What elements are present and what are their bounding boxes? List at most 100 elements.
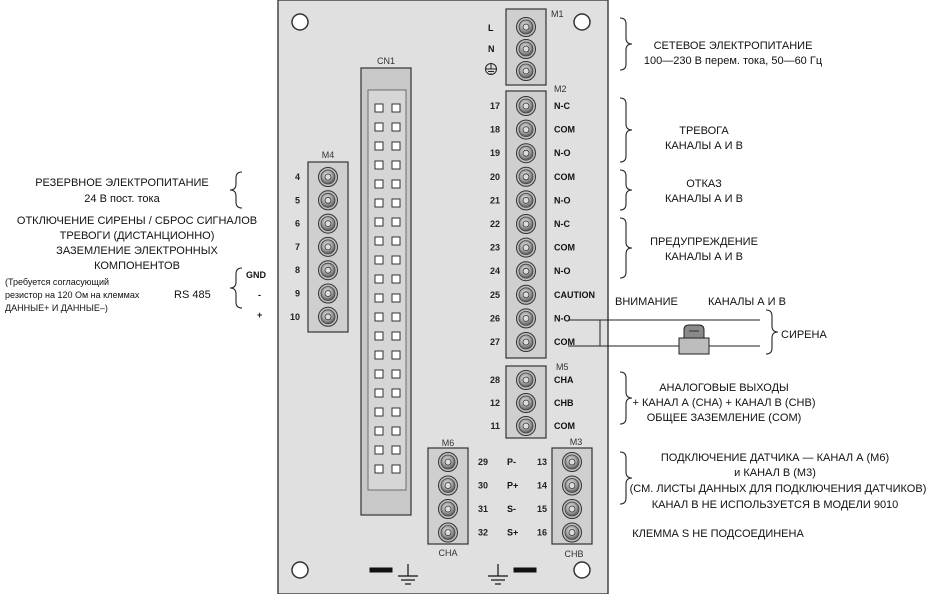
cn1-pin: [374, 198, 384, 208]
m6-screw: [438, 475, 458, 496]
analog-title: АНАЛОГОВЫЕ ВЫХОДЫ: [659, 382, 789, 394]
cn1-pin: [374, 388, 384, 398]
m4-terminal-number: 6: [295, 219, 300, 229]
cn1-pin: [374, 407, 384, 417]
m3-terminal-block: M3 CHB: [551, 437, 593, 559]
m1-screw: [516, 61, 536, 81]
m2-terminal-number: 21: [490, 195, 500, 205]
m2-terminal-number: 24: [490, 266, 500, 276]
cn1-pin: [374, 293, 384, 303]
m4-screw: [318, 190, 338, 211]
cn1-pin: [374, 255, 384, 265]
alarm-channels: КАНАЛЫ А И В: [665, 140, 743, 152]
fault-title: ОТКАЗ: [686, 178, 722, 190]
termination-line-1: (Требуется согласующий: [5, 277, 109, 287]
m2-terminal-label: N-O: [554, 148, 571, 158]
m3-label: M3: [570, 437, 583, 447]
m4-minus-label: -: [258, 290, 261, 300]
m5-screw: [516, 393, 536, 413]
brace-power: [619, 17, 633, 71]
m3-terminal-number: 14: [537, 481, 547, 491]
termination-line-2: резистор на 120 Ом на клеммах: [5, 290, 140, 300]
m6-terminal-label: S+: [507, 528, 518, 538]
m2-terminal-number: 19: [490, 148, 500, 158]
brace-alarm: [619, 97, 633, 163]
m5-terminal-label: CHA: [554, 375, 574, 385]
ground-components: КОМПОНЕНТОВ: [94, 260, 180, 272]
m4-terminal-number: 10: [290, 312, 300, 322]
m5-terminal-number: 11: [490, 421, 500, 431]
m5-terminal-number: 12: [490, 398, 500, 408]
cn1-pin: [391, 103, 401, 113]
mounting-hole-top-left: [291, 13, 309, 31]
brace-rs485: [229, 267, 243, 309]
cn1-pin: [374, 426, 384, 436]
termination-line-3: ДАННЫЕ+ И ДАННЫЕ–): [5, 303, 108, 313]
cn1-pin: [391, 369, 401, 379]
m5-label: M5: [556, 362, 569, 372]
m2-screw: [516, 190, 536, 211]
m4-terminal-number: 7: [295, 242, 300, 252]
m2-terminal-label: N-O: [554, 195, 571, 205]
m6-terminal-label: S-: [507, 504, 516, 514]
m5-terminal-label: CHB: [554, 398, 574, 408]
m6-label: M6: [442, 438, 455, 448]
mounting-holes: [291, 13, 591, 579]
silence-remote: ТРЕВОГИ (ДИСТАНЦИОННО): [60, 230, 215, 242]
m3-screw: [562, 499, 582, 519]
cn1-pin: [391, 464, 401, 474]
m2-terminal-number: 22: [490, 219, 500, 229]
cn1-pin: [391, 217, 401, 227]
m4-terminal-number: 5: [295, 195, 300, 205]
m2-terminal-number: 27: [490, 337, 500, 347]
m4-screw: [318, 236, 338, 257]
m6-terminal-number: 29: [478, 457, 488, 467]
cn1-pin: [374, 179, 384, 189]
m3-terminal-number: 16: [537, 528, 547, 538]
mounting-hole-bottom-left: [291, 561, 309, 579]
m2-screw: [516, 237, 536, 258]
cn1-pin: [391, 350, 401, 360]
sensor-title: ПОДКЛЮЧЕНИЕ ДАТЧИКА — КАНАЛ А (М6): [661, 452, 889, 464]
cn1-pin: [374, 236, 384, 246]
cn1-pin: [374, 369, 384, 379]
chb-label: CHB: [564, 549, 583, 559]
m4-screw: [318, 260, 338, 281]
cn1-pin: [391, 122, 401, 132]
cn1-pin: [391, 236, 401, 246]
m2-terminal-label: CAUTION: [554, 290, 595, 300]
m2-screw: [516, 166, 536, 187]
m2-screw: [516, 143, 536, 164]
m2-screw: [516, 332, 536, 352]
cn1-pin: [374, 445, 384, 455]
siren-icon: [678, 324, 710, 355]
m4-plus-label: +: [257, 310, 262, 320]
sensor-model-note: КАНАЛ В НЕ ИСПОЛЬЗУЕТСЯ В МОДЕЛИ 9010: [652, 499, 899, 511]
m5-screw: [516, 416, 536, 436]
left-braces: [229, 171, 243, 309]
siren-wiring: [568, 319, 760, 347]
cn1-label: CN1: [377, 56, 395, 66]
brace-backup: [229, 171, 243, 209]
cn1-pin: [391, 141, 401, 151]
brace-siren: [765, 309, 779, 355]
m6-screw: [438, 452, 458, 472]
m4-terminal-number: 9: [295, 289, 300, 299]
power-spec: 100—230 В перем. тока, 50—60 Гц: [644, 55, 823, 67]
m6-screw: [438, 522, 458, 543]
m5-screw: [516, 370, 536, 390]
warning-title: ПРЕДУПРЕЖДЕНИЕ: [650, 236, 758, 248]
caution-channels: КАНАЛЫ А И В: [708, 296, 786, 308]
m1-terminal-block: M1 L N: [485, 8, 564, 86]
cn1-pin: [391, 255, 401, 265]
alarm-title: ТРЕВОГА: [679, 125, 729, 137]
m2-terminal-label: N-C: [554, 101, 570, 111]
analog-ground: ОБЩЕЕ ЗАЗЕМЛЕНИЕ (COM): [647, 412, 802, 424]
m1-label: M1: [551, 9, 564, 19]
cn1-pin: [374, 217, 384, 227]
m5-terminal-number: 28: [490, 375, 500, 385]
m3-screw: [562, 452, 582, 472]
m2-screw: [516, 119, 536, 140]
